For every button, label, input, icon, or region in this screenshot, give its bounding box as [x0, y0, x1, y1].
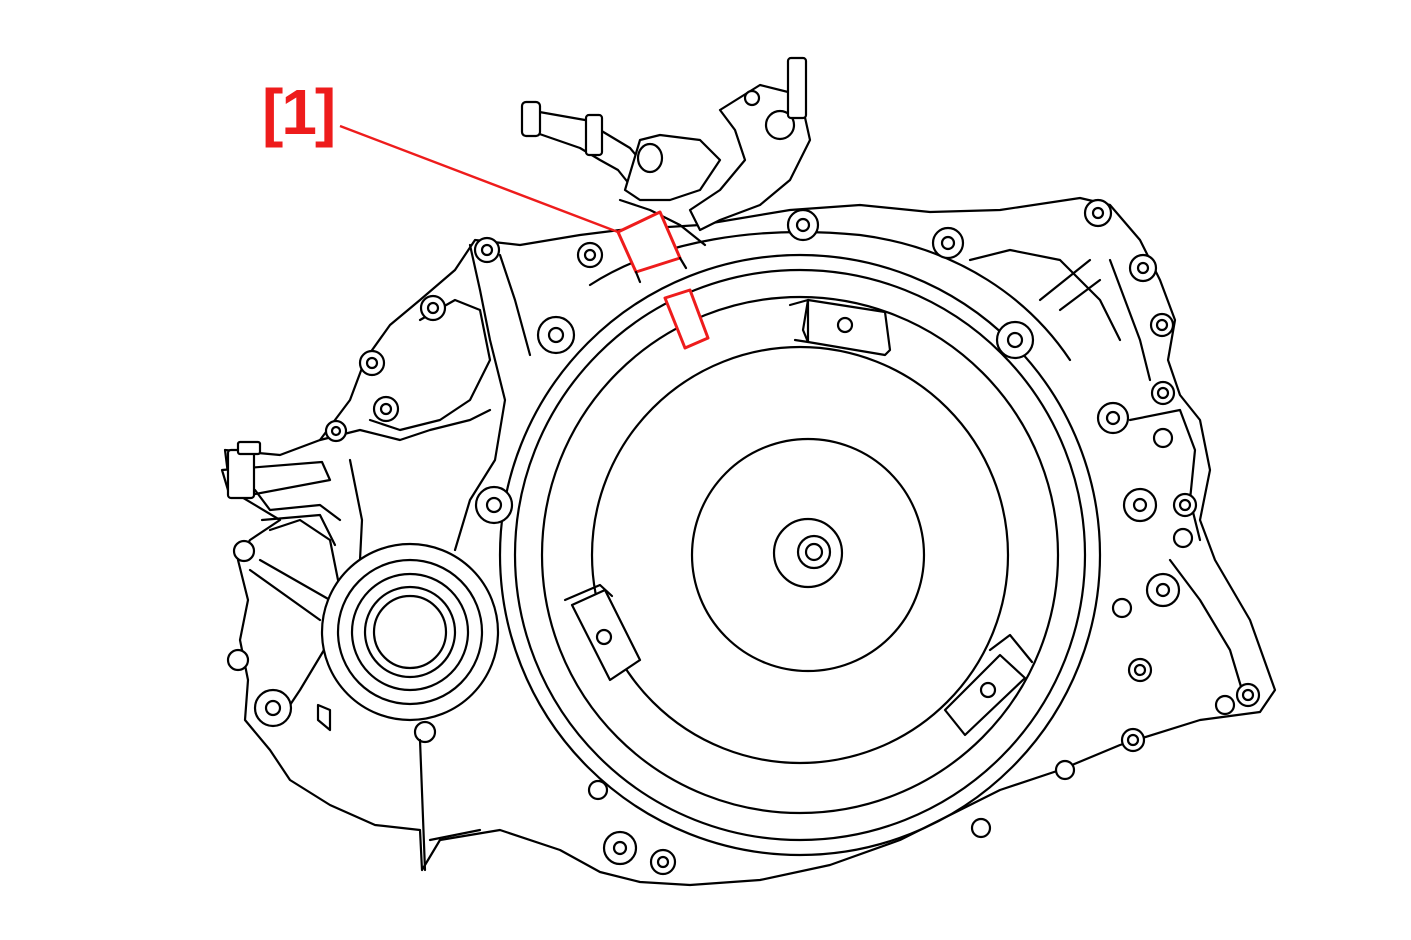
- shift-bracket: [220, 440, 342, 732]
- callout-1: [339, 124, 710, 350]
- callout-1-label: [1]: [262, 76, 336, 148]
- bell-housing: [498, 230, 1102, 857]
- converter-tab-left: [563, 583, 642, 682]
- fluid-pipe: [520, 56, 812, 247]
- converter-tab-right: [943, 633, 1034, 737]
- bolt-bosses: [226, 198, 1261, 876]
- callout-1-leader-line: [339, 124, 619, 234]
- callout-1-highlight-lower: [663, 288, 710, 350]
- converter-tabs: [563, 298, 1034, 737]
- converter-tab-top: [788, 298, 892, 357]
- output-shaft-seal: [320, 542, 500, 744]
- transaxle-housing: [223, 196, 1277, 887]
